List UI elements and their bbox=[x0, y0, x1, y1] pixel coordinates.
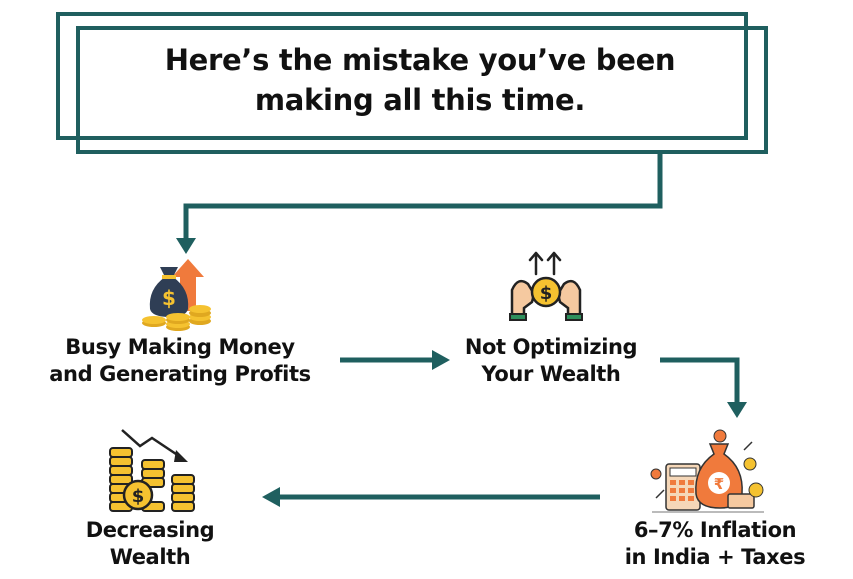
connector-title-to-step1 bbox=[183, 154, 663, 240]
rupee-bag-calculator-icon: ₹ bbox=[650, 429, 764, 513]
step1-line2: and Generating Profits bbox=[49, 362, 311, 386]
title-line-1: Here’s the mistake you’ve been bbox=[164, 43, 676, 77]
title-frame-front bbox=[76, 26, 768, 154]
title-line-2: making all this time. bbox=[254, 83, 586, 117]
step4-line1: Decreasing bbox=[85, 518, 215, 542]
step1-line1: Busy Making Money bbox=[65, 335, 295, 359]
title-frame-back bbox=[56, 12, 748, 140]
svg-text:$: $ bbox=[162, 286, 176, 310]
arrowhead-step2 bbox=[432, 350, 450, 370]
svg-text:$: $ bbox=[132, 486, 145, 507]
step-label-busy-making-money: Busy Making Money and Generating Profits bbox=[30, 334, 330, 388]
step-label-not-optimizing: Not Optimizing Your Wealth bbox=[436, 334, 666, 388]
connector-step2-to-step3 bbox=[660, 357, 740, 404]
money-bag-profit-icon: $ bbox=[142, 259, 211, 331]
step2-line2: Your Wealth bbox=[481, 362, 621, 386]
page-title: Here’s the mistake you’ve been making al… bbox=[80, 40, 760, 120]
hands-holding-coin-icon: $ bbox=[509, 251, 583, 321]
step4-line2: Wealth bbox=[109, 545, 191, 569]
step2-line1: Not Optimizing bbox=[464, 335, 638, 359]
arrowhead-step3 bbox=[727, 402, 747, 418]
arrowhead-step1 bbox=[176, 238, 196, 254]
arrowhead-step4 bbox=[262, 487, 280, 507]
svg-text:$: $ bbox=[540, 283, 553, 304]
step3-line2: in India + Taxes bbox=[624, 545, 806, 569]
step3-line1: 6–7% Inflation bbox=[633, 518, 797, 542]
declining-coin-stacks-icon: $ bbox=[109, 429, 195, 512]
step-label-decreasing-wealth: Decreasing Wealth bbox=[50, 517, 250, 571]
svg-text:₹: ₹ bbox=[714, 475, 724, 493]
step-label-inflation-taxes: 6–7% Inflation in India + Taxes bbox=[605, 517, 825, 571]
